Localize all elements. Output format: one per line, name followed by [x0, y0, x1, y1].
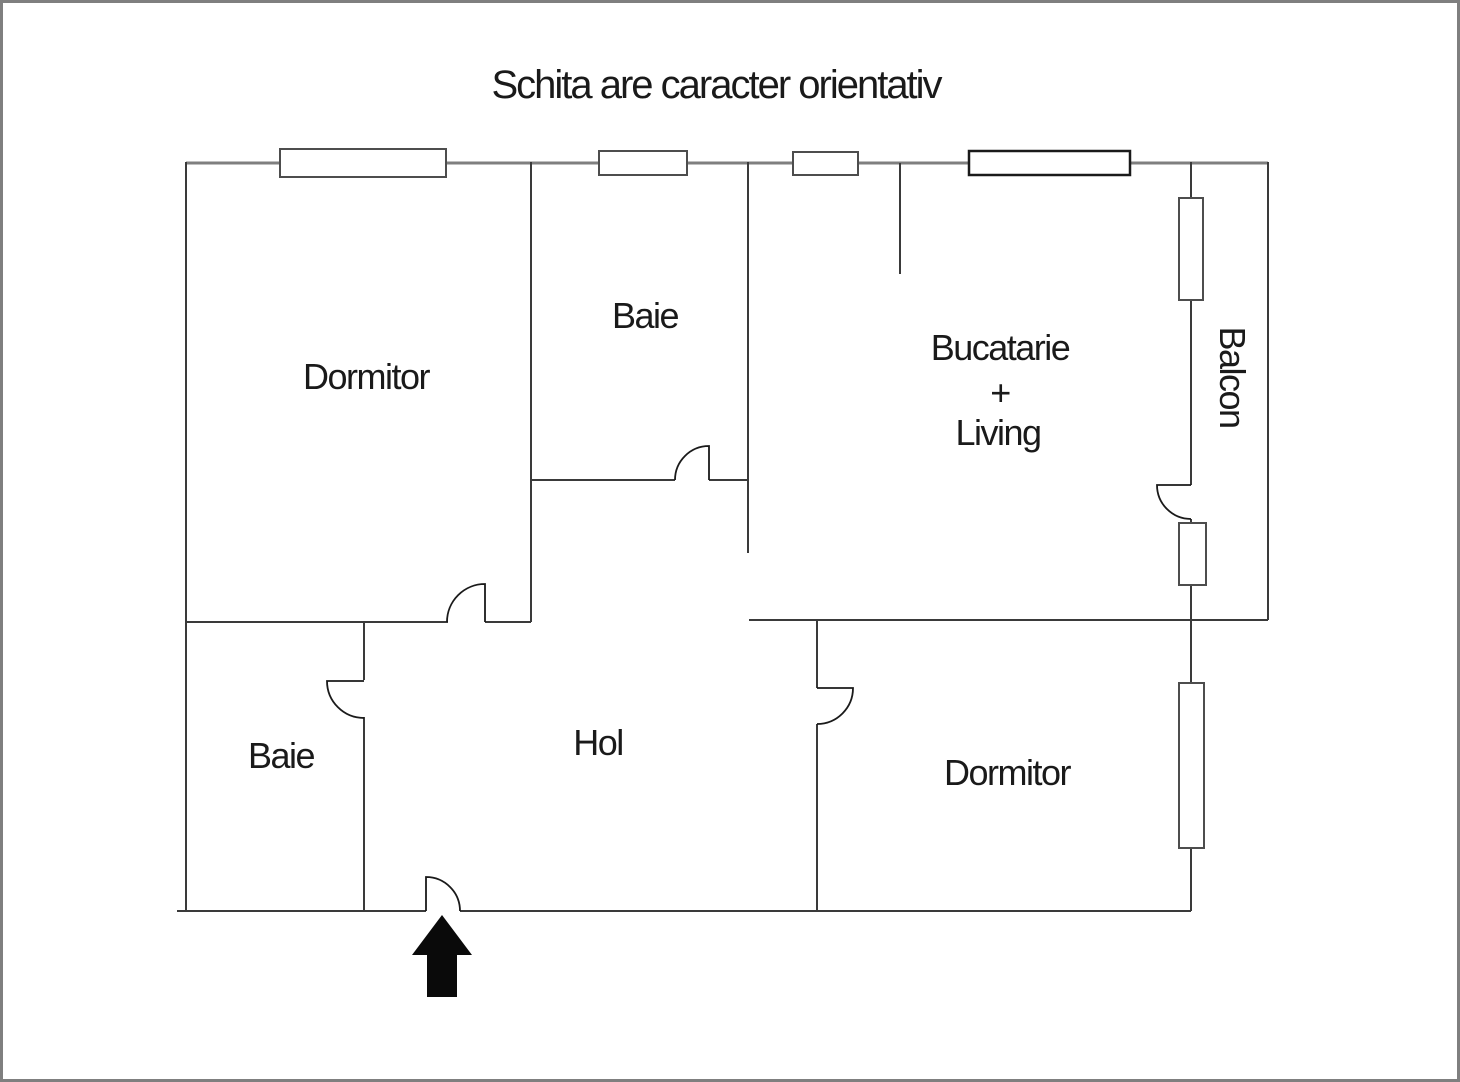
room-label-bucatarie-line3: Living	[955, 412, 1040, 453]
windows	[279, 148, 1207, 849]
room-label-dormitor-bottom-right: Dormitor	[944, 752, 1072, 793]
room-label-hol: Hol	[573, 722, 623, 763]
walls	[177, 162, 1269, 912]
room-label-baie-bottom-left: Baie	[248, 735, 315, 776]
door-baie-bottom-left	[326, 680, 365, 719]
entrance-arrow-icon	[412, 915, 472, 997]
doors	[326, 445, 1192, 912]
room-label-baie-top: Baie	[612, 295, 679, 336]
room-label-bucatarie-line2: +	[990, 372, 1010, 413]
window-dormitor-tl	[279, 148, 447, 178]
door-dormitor-top-left	[446, 583, 486, 623]
door-baie-top	[674, 445, 710, 481]
window-balcon-lower	[1178, 522, 1207, 586]
plan-title: Schita are caracter orientativ	[491, 63, 942, 107]
door-entrance	[425, 876, 461, 912]
room-label-balcon: Balcon	[1212, 326, 1253, 427]
room-label-dormitor-top-left: Dormitor	[303, 356, 431, 397]
door-dormitor-bottom-right	[816, 687, 854, 725]
window-baie-top	[598, 150, 688, 176]
room-label-bucatarie-line1: Bucatarie	[931, 327, 1070, 368]
window-bucatarie-large	[967, 149, 1132, 177]
window-balcon-upper	[1178, 197, 1204, 301]
door-balcon	[1156, 484, 1192, 520]
window-dormitor-br	[1178, 682, 1205, 849]
window-bucatarie-small	[792, 151, 859, 176]
